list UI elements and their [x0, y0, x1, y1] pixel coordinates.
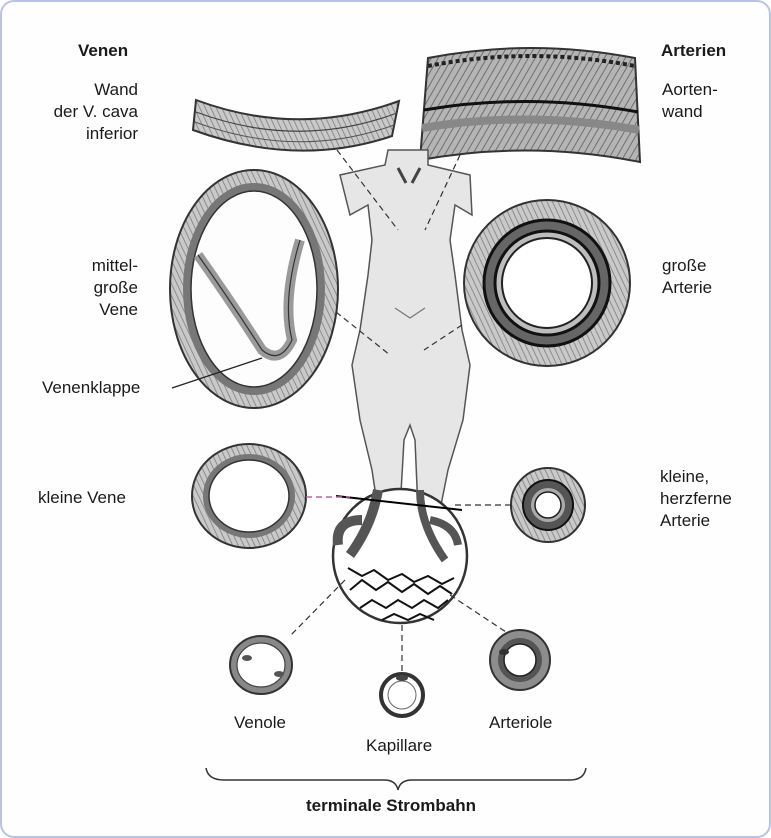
- vena-cava-label-line: Wand: [38, 79, 138, 101]
- human-silhouette: [340, 150, 472, 510]
- terminal-bed-label: terminale Strombahn: [306, 795, 476, 817]
- small-artery-label-line: Arterie: [660, 510, 732, 532]
- small-artery-label-line: herzferne: [660, 488, 732, 510]
- aorta-label: Aorten- wand: [662, 79, 718, 123]
- terminal-bed-bracket: [206, 768, 586, 790]
- arteriole-label: Arteriole: [489, 712, 552, 734]
- aorta-label-line: Aorten-: [662, 79, 718, 101]
- medium-vein-label-line: Vene: [38, 299, 138, 321]
- small-vein: [192, 444, 306, 548]
- vena-cava-label: Wand der V. cava inferior: [38, 79, 138, 145]
- capillary: [381, 674, 423, 716]
- large-artery-label-line: große: [662, 255, 712, 277]
- small-artery-label: kleine, herzferne Arterie: [660, 466, 732, 532]
- vena-cava-wall: [193, 100, 399, 151]
- large-artery-label-line: Arterie: [662, 277, 712, 299]
- venous-valve-label: Venenklappe: [42, 377, 140, 399]
- terminal-bed-magnifier: [333, 489, 467, 623]
- veins-header: Venen: [78, 40, 128, 62]
- aorta-label-line: wand: [662, 101, 718, 123]
- large-artery: [464, 200, 630, 366]
- small-artery-label-line: kleine,: [660, 466, 732, 488]
- medium-vein: [170, 170, 338, 408]
- large-artery-label: große Arterie: [662, 255, 712, 299]
- arteriole: [490, 630, 550, 690]
- aorta-wall: [420, 48, 640, 162]
- medium-vein-label-line: große: [38, 277, 138, 299]
- vena-cava-label-line: inferior: [38, 123, 138, 145]
- arteries-header: Arterien: [661, 40, 726, 62]
- small-vein-label: kleine Vene: [38, 487, 126, 509]
- medium-vein-label: mittel- große Vene: [38, 255, 138, 321]
- venule-label: Venole: [234, 712, 286, 734]
- medium-vein-label-line: mittel-: [38, 255, 138, 277]
- venule: [230, 636, 292, 694]
- small-artery: [511, 468, 585, 542]
- capillary-label: Kapillare: [366, 735, 432, 757]
- vena-cava-label-line: der V. cava: [38, 101, 138, 123]
